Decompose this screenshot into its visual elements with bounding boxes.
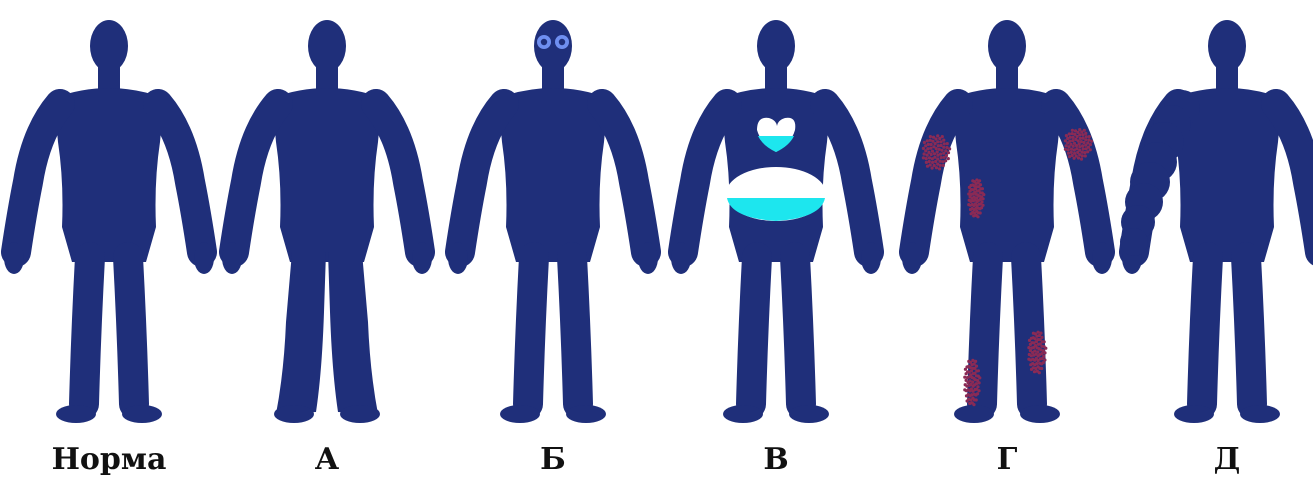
- right-leg: [572, 257, 578, 404]
- body-silhouette-d: [1112, 12, 1313, 432]
- left-leg: [982, 257, 988, 404]
- body-silhouette-norm: [0, 12, 224, 432]
- right-foot: [122, 405, 162, 423]
- right-arm: [158, 104, 202, 252]
- right-hand: [194, 242, 214, 274]
- label-d: Д: [1112, 442, 1313, 478]
- label-b: Б: [438, 442, 668, 478]
- neck: [765, 64, 787, 90]
- right-foot: [1020, 405, 1060, 423]
- right-hand: [1092, 242, 1112, 274]
- left-foot: [954, 405, 994, 423]
- left-leg: [276, 252, 326, 414]
- right-leg: [795, 257, 801, 404]
- neck: [542, 64, 564, 90]
- neck: [1216, 64, 1238, 90]
- left-hand: [902, 242, 922, 274]
- left-arm: [234, 104, 278, 252]
- body-silhouette-v: [661, 12, 891, 432]
- left-leg: [528, 257, 534, 404]
- neck: [996, 64, 1018, 90]
- right-arm: [825, 104, 869, 252]
- left-arm: [683, 104, 727, 252]
- right-pupil: [559, 39, 565, 45]
- left-arm: [914, 104, 958, 252]
- left-hand: [448, 242, 468, 274]
- right-hand: [638, 242, 658, 274]
- left-foot: [56, 405, 96, 423]
- right-leg: [1026, 257, 1032, 404]
- right-arm: [1056, 104, 1100, 252]
- neck: [316, 64, 338, 90]
- body-silhouette-a: [212, 12, 442, 432]
- body-silhouette-g: [892, 12, 1122, 432]
- label-g: Г: [892, 442, 1122, 478]
- label-a: А: [212, 442, 442, 478]
- left-foot: [723, 405, 763, 423]
- figure-v: [661, 12, 891, 432]
- right-arm: [602, 104, 646, 252]
- label-v: В: [661, 442, 891, 478]
- right-foot: [340, 405, 380, 423]
- left-hand: [671, 242, 691, 274]
- neck: [98, 64, 120, 90]
- right-foot: [566, 405, 606, 423]
- left-hand: [222, 242, 242, 274]
- left-arm: [460, 104, 504, 252]
- right-leg: [1246, 257, 1252, 404]
- left-leg: [1202, 257, 1208, 404]
- right-arm: [1276, 104, 1313, 252]
- right-arm: [376, 104, 420, 252]
- right-leg: [328, 252, 378, 414]
- label-norm: Норма: [0, 442, 224, 478]
- left-pupil: [541, 39, 547, 45]
- left-leg: [84, 257, 90, 404]
- left-foot: [274, 405, 314, 423]
- figure-d: [1112, 12, 1313, 432]
- figure-norm: [0, 12, 224, 432]
- figure-g: [892, 12, 1122, 432]
- right-foot: [789, 405, 829, 423]
- right-leg: [128, 257, 134, 404]
- body-silhouette-b: [438, 12, 668, 432]
- left-leg: [751, 257, 757, 404]
- left-foot: [1174, 405, 1214, 423]
- left-hand: [4, 242, 24, 274]
- figure-a: [212, 12, 442, 432]
- right-hand: [861, 242, 881, 274]
- figure-b: [438, 12, 668, 432]
- left-arm: [16, 104, 60, 252]
- left-foot: [500, 405, 540, 423]
- right-hand: [412, 242, 432, 274]
- right-foot: [1240, 405, 1280, 423]
